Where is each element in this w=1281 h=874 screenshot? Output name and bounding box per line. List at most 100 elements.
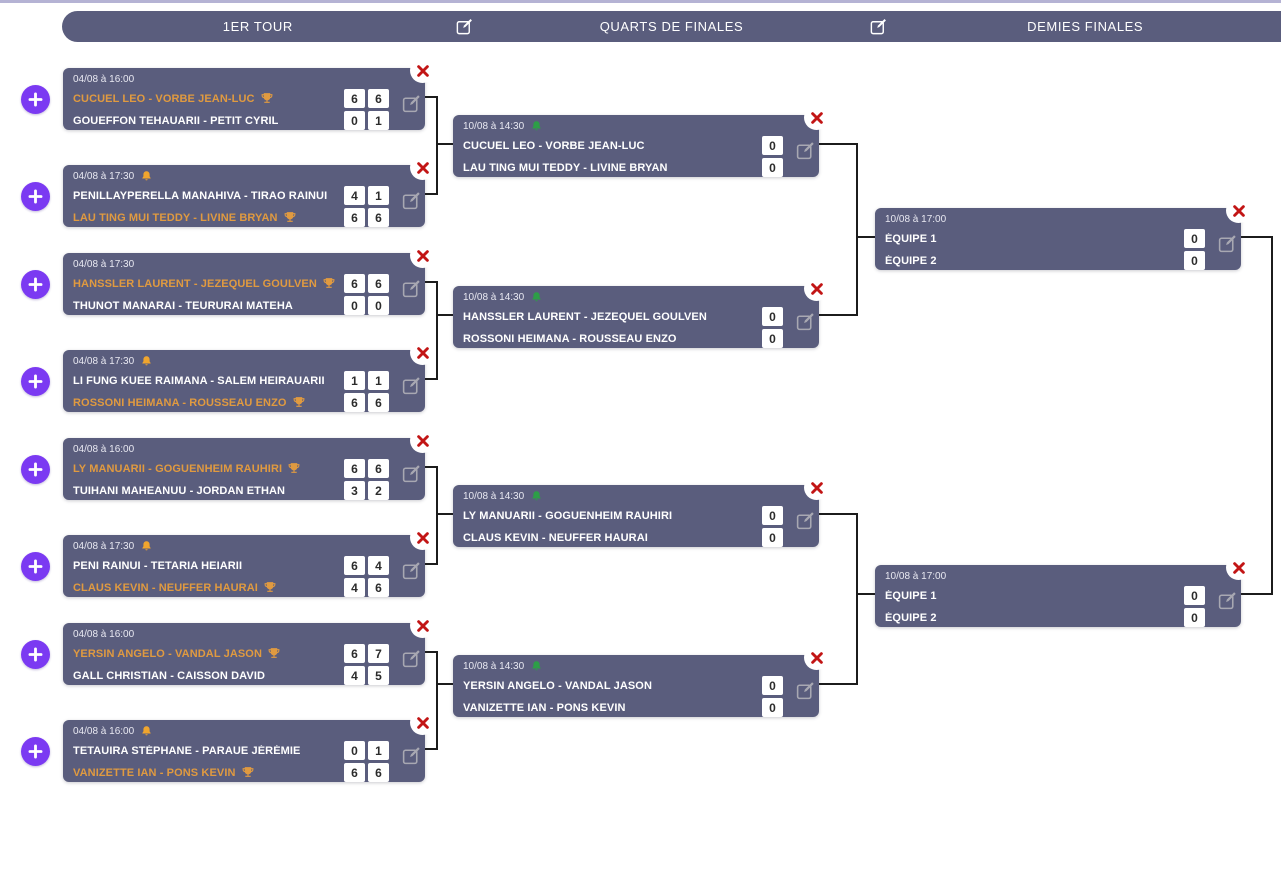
delete-match-button[interactable]: [1226, 555, 1251, 580]
add-match-button[interactable]: [21, 269, 50, 299]
edit-match-button[interactable]: [399, 188, 423, 213]
edit-match-button[interactable]: [793, 309, 817, 334]
team-name: VANIZETTE IAN - PONS KEVIN: [463, 701, 626, 714]
score-box: 6: [344, 556, 365, 575]
delete-match-button[interactable]: [410, 428, 435, 453]
edit-round-button-2[interactable]: [867, 16, 889, 38]
bracket-connector: [857, 593, 875, 595]
trophy-icon: [323, 278, 335, 288]
match-card: 04/08 à 16:00 LY MANUARII - GOGUENHEIM R…: [63, 428, 435, 500]
delete-match-button[interactable]: [410, 155, 435, 180]
edit-match-button[interactable]: [399, 558, 423, 583]
score-box: 4: [344, 186, 365, 205]
edit-match-button[interactable]: [1215, 231, 1239, 256]
rounds-header: 1ER TOUR QUARTS DE FINALES DEMIES FINALE…: [62, 11, 1281, 42]
delete-match-button[interactable]: [1226, 198, 1251, 223]
trophy-icon: [242, 767, 253, 777]
add-match-button[interactable]: [21, 84, 50, 114]
edit-icon: [796, 142, 814, 160]
delete-match-button[interactable]: [410, 710, 435, 735]
bracket-connector: [436, 96, 438, 195]
match-datetime: 10/08 à 14:30: [463, 121, 525, 132]
bracket-connector: [856, 513, 858, 685]
add-match-button[interactable]: [21, 736, 50, 766]
team-name: LI FUNG KUEE RAIMANA - SALEM HEIRAUARII: [73, 374, 325, 387]
edit-match-button[interactable]: [399, 91, 423, 116]
team-name: HANSSLER LAURENT - JEZEQUEL GOULVEN: [463, 310, 707, 323]
match-datetime: 04/08 à 16:00: [73, 629, 135, 640]
delete-match-button[interactable]: [410, 525, 435, 550]
score-box: 6: [368, 274, 389, 293]
match-datetime: 04/08 à 17:30: [73, 356, 135, 367]
team-name: ÉQUIPE 1: [885, 232, 937, 245]
score-box: 0: [762, 506, 783, 525]
score-box: 1: [368, 186, 389, 205]
score-box: 0: [762, 136, 783, 155]
edit-match-button[interactable]: [399, 461, 423, 486]
bracket-connector: [819, 513, 857, 515]
delete-match-button[interactable]: [804, 645, 829, 670]
edit-match-button[interactable]: [793, 508, 817, 533]
score-box: 0: [1184, 229, 1205, 248]
bracket-connector: [425, 651, 437, 653]
add-match-button[interactable]: [21, 366, 50, 396]
close-icon: [416, 716, 429, 729]
delete-match-button[interactable]: [804, 105, 829, 130]
team-name: ÉQUIPE 1: [885, 589, 937, 602]
delete-match-button[interactable]: [410, 340, 435, 365]
delete-match-button[interactable]: [410, 613, 435, 638]
round-title-demies: DEMIES FINALES: [1027, 19, 1144, 34]
edit-match-button[interactable]: [399, 373, 423, 398]
trophy-icon: [261, 93, 272, 103]
edit-match-button[interactable]: [1215, 588, 1239, 613]
delete-match-button[interactable]: [804, 475, 829, 500]
match-datetime: 10/08 à 17:00: [885, 571, 947, 582]
edit-match-button[interactable]: [399, 646, 423, 671]
edit-match-button[interactable]: [793, 678, 817, 703]
close-icon: [416, 161, 429, 174]
edit-match-button[interactable]: [793, 138, 817, 163]
delete-match-button[interactable]: [804, 276, 829, 301]
bell-icon: [142, 541, 151, 551]
score-box: 0: [344, 741, 365, 760]
add-match-button[interactable]: [21, 181, 50, 211]
delete-match-button[interactable]: [410, 243, 435, 268]
score-box: 1: [344, 371, 365, 390]
edit-match-button[interactable]: [399, 276, 423, 301]
add-match-button[interactable]: [21, 454, 50, 484]
bracket-connector: [437, 314, 453, 316]
close-icon: [1232, 561, 1245, 574]
delete-match-button[interactable]: [410, 58, 435, 83]
plus-icon: [28, 647, 43, 661]
score-box: 6: [368, 208, 389, 227]
bracket-connector: [1241, 593, 1272, 595]
match-card: 10/08 à 14:30 LY MANUARII - GOGUENHEIM R…: [453, 475, 829, 547]
close-icon: [416, 249, 429, 262]
score-box: 0: [1184, 251, 1205, 270]
team-name: PENILLAYPERELLA MANAHIVA - TIRAO RAINUI: [73, 189, 328, 202]
score-box: 3: [344, 481, 365, 500]
match-card: 10/08 à 14:30 YERSIN ANGELO - VANDAL JAS…: [453, 645, 829, 717]
match-datetime: 04/08 à 17:30: [73, 171, 135, 182]
team-name: ROSSONI HEIMANA - ROUSSEAU ENZO: [463, 332, 677, 345]
add-match-button[interactable]: [21, 639, 50, 669]
edit-match-button[interactable]: [399, 743, 423, 768]
add-match-button[interactable]: [21, 551, 50, 581]
bell-icon: [142, 171, 151, 181]
score-box: 6: [344, 644, 365, 663]
team-name: YERSIN ANGELO - VANDAL JASON: [73, 647, 263, 660]
edit-round-button-1[interactable]: [454, 16, 476, 38]
match-datetime: 04/08 à 16:00: [73, 444, 135, 455]
